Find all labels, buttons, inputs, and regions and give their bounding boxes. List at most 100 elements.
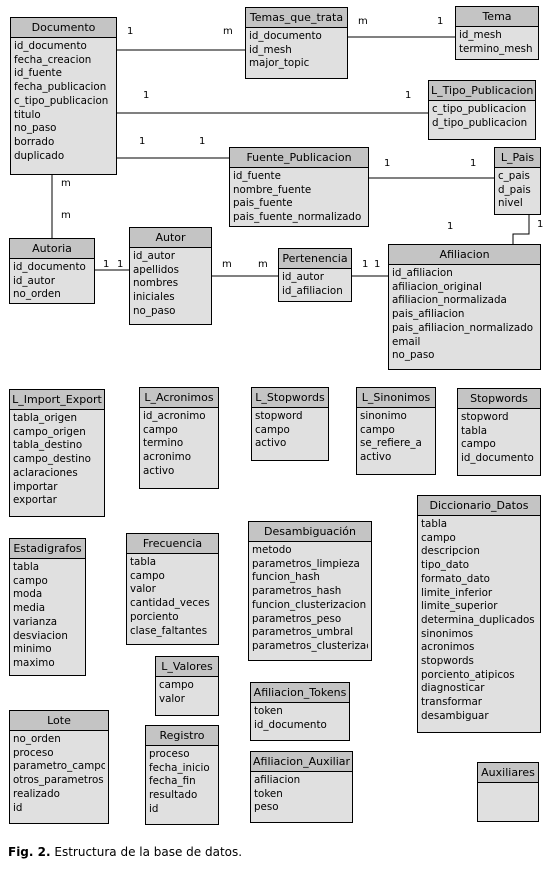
entity-field: d_pais [498,183,531,196]
cardinality-label: m [61,210,71,221]
entity-field: major_topic [249,57,310,70]
entity-field: apellidos [133,263,179,276]
entity-field: campo_destino [13,453,91,466]
entity-field: valor [159,692,185,705]
entity-field: otros_parametros [13,774,104,787]
cardinality-label: m [358,16,368,27]
entity-field: desambiguar [421,709,489,722]
entity-title: Pertenencia [279,249,351,269]
link-pais-afiliacion [512,214,530,244]
entity-field: id_fuente [14,67,62,80]
entity-field: campo [255,423,290,436]
entity-field: pais_afiliacion_normalizado [392,321,534,334]
entity-field: sinonimos [421,627,474,640]
entity-field: id_documento [14,40,87,52]
entity-field: duplicado [14,149,65,162]
entity-field: iniciales [133,291,175,304]
entity-field: id_autor [133,250,175,262]
entity-field: importar [13,480,58,493]
entity-field: id_fuente [233,170,281,182]
entity-field: proceso [149,748,190,760]
entity-title: Lote [10,711,108,731]
entity-field: campo [143,423,178,436]
entity-field: limite_superior [421,600,498,613]
caption-text: Estructura de la base de datos. [50,845,243,859]
entity-field: minimo [13,643,52,656]
entity-field: borrado [14,135,55,148]
entity-field: campo_origen [13,425,86,438]
entity-field: varianza [13,615,58,628]
entity-field: acronimos [421,641,475,654]
entity-field: fecha_creacion [14,53,92,66]
entity-field: exportar [13,494,57,507]
entity-title: Afiliacion_Tokens [251,683,349,703]
entity-field: id_mesh [459,29,502,41]
entity-field: afiliacion_normalizada [392,294,507,307]
entity-field: campo [360,423,395,436]
entity-field: id_autor [282,271,324,283]
caption-label: Fig. 2. [8,845,51,859]
entity-field: afiliacion [254,774,301,786]
entity-field: termino [143,437,184,450]
entity-field: tabla [13,561,40,573]
entity-field: no_orden [13,288,61,301]
entity-field: stopwords [421,655,474,668]
entity-title: Autor [130,228,211,248]
entity-field: id_afiliacion [282,284,343,297]
entity-field: id [149,802,159,815]
entity-field: valor [130,583,156,596]
cardinality-label: 1 [139,136,146,147]
entity-field: tabla [461,424,488,437]
entity-field: no_paso [392,349,435,362]
entity-field: realizado [13,787,60,800]
cardinality-label: 1 [199,136,206,147]
entity-field: peso [254,801,279,814]
entity-title: L_Import_Export [10,390,104,410]
entity-title: Frecuencia [127,534,218,554]
entity-title: L_Tipo_Publicacion [429,81,535,101]
entity-field: token [254,787,283,800]
cardinality-label: m [258,259,268,270]
entity-field: proceso [13,746,54,759]
entity-field: stopword [461,411,509,423]
entity-field: parametros_peso [252,612,342,625]
entity-title: Autoria [10,239,94,259]
entity-field: pais_fuente [233,197,293,210]
entity-title: Desambiguación [249,522,371,542]
cardinality-label: 1 [384,158,391,169]
entity-field: parametros_hash [252,585,342,598]
entity-field: tabla [421,518,448,530]
entity-field: porciento_atipicos [421,668,515,681]
entity-field: acronimo [143,451,191,464]
entity-field: cantidad_veces [130,597,210,610]
cardinality-label: 1 [405,90,412,101]
entity-title: Afiliacion_Auxiliar [251,752,352,772]
cardinality-label: 1 [143,90,150,101]
entity-field: id [13,801,23,814]
entity-field: stopword [255,410,303,422]
entity-field: no_orden [13,733,61,745]
